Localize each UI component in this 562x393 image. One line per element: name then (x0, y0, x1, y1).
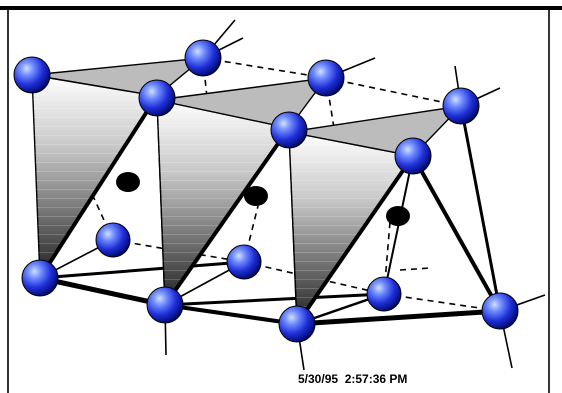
prism-3 (288, 105, 463, 327)
timestamp-label: 5/30/95 2:57:36 PM (298, 372, 408, 386)
blue-atoms (13, 39, 519, 343)
prism-1 (31, 57, 206, 306)
black-atoms (116, 172, 410, 226)
